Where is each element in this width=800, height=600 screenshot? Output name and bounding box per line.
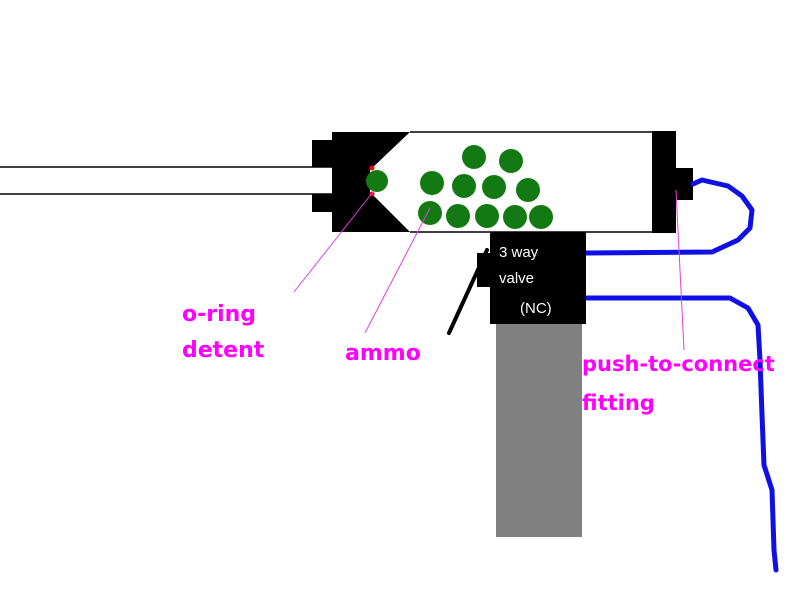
ammo-ball xyxy=(516,178,540,202)
ammo-ball xyxy=(462,145,486,169)
push-to-connect-fitting xyxy=(674,168,693,200)
leader-fitting xyxy=(675,189,685,351)
valve-label-line2: valve xyxy=(499,270,535,287)
ammo-ball xyxy=(529,205,553,229)
oring-label-line1: o-ring xyxy=(182,302,257,327)
ammo-ball xyxy=(446,204,470,228)
leader-ammo xyxy=(364,207,431,334)
three-way-valve xyxy=(477,232,586,324)
hose-lower xyxy=(582,295,779,573)
ammo-ball xyxy=(420,171,444,195)
ammo-balls xyxy=(418,145,553,229)
ammo-ball xyxy=(482,175,506,199)
oring-label-line2: detent xyxy=(182,338,265,363)
ammo-ball xyxy=(452,174,476,198)
valve-label-line1: 3 way xyxy=(499,244,539,261)
ammo-label: ammo xyxy=(345,341,421,366)
leader-lines xyxy=(293,189,685,351)
ammo-ball xyxy=(418,201,442,225)
grip xyxy=(496,323,582,537)
valve-label-line3: (NC) xyxy=(520,300,552,317)
breech-block xyxy=(312,132,410,232)
fitting-label-line1: push-to-connect xyxy=(582,352,775,376)
end-cap xyxy=(652,131,676,233)
air-hoses xyxy=(582,177,779,573)
fitting-label-line2: fitting xyxy=(582,391,655,415)
ammo-ball xyxy=(499,149,523,173)
chambered-ball xyxy=(366,170,388,192)
barrel xyxy=(0,166,332,195)
ammo-ball xyxy=(503,205,527,229)
hose-upper xyxy=(582,177,755,256)
leader-oring xyxy=(293,191,374,293)
ammo-ball xyxy=(475,204,499,228)
